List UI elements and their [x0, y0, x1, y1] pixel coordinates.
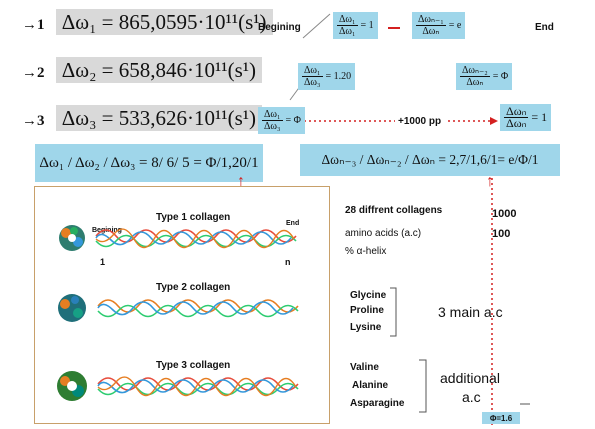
equation-number: →1	[22, 17, 45, 33]
summary-left-box: Δω₁ / Δω₂ / Δω₃ = 8/ 6/ 5 = Φ/1,20/1	[35, 144, 263, 182]
pp-label: +1000 pp	[398, 116, 442, 127]
equation-expression: Δω₂ = 658,846·10¹¹(s¹)	[55, 57, 263, 83]
bracket-icon	[419, 359, 427, 413]
equation-number: →3	[22, 113, 45, 129]
main-ac-label: 3 main a.c	[438, 304, 503, 320]
collagen-count-label: 28 diffrent collagens	[345, 205, 443, 216]
equation-1: →1 Δω₁ = 865,0595·10¹¹(s¹)	[22, 9, 273, 35]
equation-3: →3 Δω₃ = 533,626·10¹¹(s¹)	[22, 105, 263, 131]
collagen-type-3-title: Type 3 collagen	[156, 360, 231, 371]
amino-acids-label: amino acids (a.c)	[345, 228, 422, 239]
end-label: End	[535, 22, 554, 33]
collagen-type-1-title: Type 1 collagen	[156, 212, 231, 223]
equation-expression: Δω₃ = 533,626·10¹¹(s¹)	[55, 105, 263, 131]
collagen-count-value: 1000	[492, 208, 517, 220]
summary-left-text: Δω₁ / Δω₂ / Δω₃ = 8/ 6/ 5 = Φ/1,20/1	[39, 154, 259, 171]
additional-ac-label: additional	[440, 370, 500, 386]
arrow-up-icon: ↑	[237, 173, 245, 190]
summary-right-box: Δωₙ₋₃ / Δωₙ₋₂ / Δωₙ = 2,7/1,6/1= e/Φ/1	[300, 144, 560, 176]
amino-acid-lysine: Lysine	[350, 322, 382, 333]
collagen-illustrations	[57, 225, 299, 401]
arrow-up-icon: ↑	[486, 173, 494, 190]
index-one-label: 1	[100, 257, 106, 267]
collagen-type-2-title: Type 2 collagen	[156, 282, 231, 293]
equation-2: →2 Δω₂ = 658,846·10¹¹(s¹)	[22, 57, 263, 83]
summary-right-text: Δωₙ₋₃ / Δωₙ₋₂ / Δωₙ = 2,7/1,6/1= e/Φ/1	[321, 152, 539, 167]
end-small-label: End	[286, 220, 300, 227]
amino-acids-value: 100	[492, 228, 511, 240]
amino-acid-alanine: Alanine	[352, 380, 389, 391]
equation-expression: Δω₁ = 865,0595·10¹¹(s¹)	[55, 9, 273, 35]
bracket-icon	[390, 287, 397, 337]
helix-label: % α-helix	[345, 246, 387, 257]
equation-number: →2	[22, 65, 45, 81]
molecule-icon	[58, 294, 86, 322]
phi-value-box: Φ=1.6	[482, 412, 520, 424]
begining-label: Begining	[258, 22, 301, 33]
amino-acid-proline: Proline	[350, 305, 384, 316]
amino-acid-valine: Valine	[350, 362, 379, 373]
molecule-icon	[59, 225, 85, 251]
additional-ac-sublabel: a.c	[462, 389, 481, 405]
amino-acid-asparagine: Asparagine	[350, 398, 405, 409]
amino-acid-glycine: Glycine	[350, 290, 387, 301]
molecule-icon	[57, 371, 87, 401]
index-n-label: n	[285, 257, 291, 267]
